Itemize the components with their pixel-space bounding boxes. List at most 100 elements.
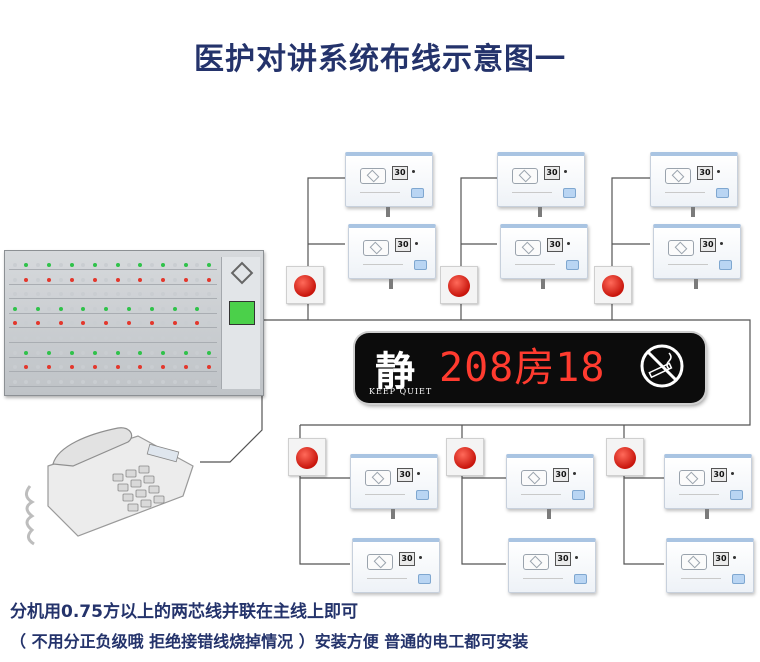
indicator-dot (206, 379, 211, 384)
indicator-dot (115, 321, 120, 326)
indicator-dot (35, 365, 40, 370)
indicator-dot (161, 336, 166, 340)
indicator-dot (184, 336, 188, 340)
grid-row-divider (9, 356, 217, 358)
speaker-icon (367, 554, 393, 570)
indicator-dot (81, 365, 86, 370)
bed-unit: 30 (650, 152, 738, 217)
bed-number: 30 (399, 552, 415, 566)
call-key (566, 260, 579, 270)
indicator-dot (195, 306, 200, 311)
indicator-dot (92, 336, 97, 340)
label-line (367, 578, 407, 579)
label-line (681, 578, 721, 579)
box-label-mark (289, 440, 325, 444)
plug-icon (705, 509, 709, 519)
indicator-dot (24, 321, 29, 326)
indicator-dot (58, 336, 63, 340)
indicator-dot (58, 321, 63, 326)
bed-unit: 30 (653, 224, 741, 289)
grid-row-divider (9, 269, 217, 270)
indicator-dot (24, 292, 29, 297)
indicator-dot (206, 306, 211, 311)
speaker-icon (363, 240, 389, 256)
emergency-call-box (440, 266, 478, 304)
indicator-dot (35, 321, 40, 326)
indicator-dot (70, 306, 74, 311)
indicator-dot (172, 336, 177, 340)
indicator-dot (206, 336, 211, 340)
bed-unit: 30 (506, 454, 594, 519)
call-key (716, 188, 729, 198)
label-line (523, 578, 563, 579)
bed-unit: 30 (352, 538, 440, 593)
speaker-icon (521, 470, 547, 486)
label-line (679, 494, 719, 495)
indicator-dot (138, 350, 143, 355)
plug-icon (391, 509, 395, 519)
bed-number: 30 (544, 166, 560, 180)
indicator-dot (47, 379, 52, 384)
call-key (563, 188, 576, 198)
bed-number: 30 (697, 166, 713, 180)
indicator-dot (115, 292, 120, 297)
grid-row-divider (9, 298, 217, 300)
indicator-dot (70, 263, 74, 267)
indicator-dot (47, 336, 52, 340)
indicator-dot (35, 277, 40, 282)
plug-icon (389, 279, 393, 289)
indicator-dot (92, 321, 97, 326)
indicator-dot (206, 350, 211, 355)
indicator-dot (138, 336, 143, 340)
indicator-dot (13, 306, 17, 311)
indicator-dot (115, 379, 120, 384)
label-line (515, 264, 555, 265)
indicator-dot (127, 263, 131, 267)
indicator-dot (104, 292, 109, 297)
box-label-mark (287, 268, 323, 272)
bed-number: 30 (700, 238, 716, 252)
indicator-dot (161, 277, 166, 282)
box-label-mark (607, 440, 643, 444)
room-bed-message: 208房18 (439, 345, 606, 391)
grid-row-divider (9, 283, 217, 285)
lcd-screen (229, 301, 255, 325)
indicator-dot (92, 306, 97, 311)
indicator-dot (172, 321, 177, 326)
indicator-dot (35, 263, 40, 267)
plug-icon (386, 207, 390, 217)
wiring-note-line-1: 分机用0.75方以上的两芯线并联在主线上即可 (10, 602, 358, 622)
call-key (572, 490, 585, 500)
indicator-led (717, 170, 720, 173)
indicator-dot (13, 350, 17, 355)
plug-icon (694, 279, 698, 289)
speaker-icon (523, 554, 549, 570)
indicator-dot (13, 321, 17, 326)
red-call-button (448, 275, 470, 297)
indicator-dot (149, 292, 154, 297)
indicator-dot (127, 350, 131, 355)
indicator-dot (58, 292, 63, 297)
bed-unit: 30 (350, 454, 438, 519)
indicator-led (567, 242, 570, 245)
call-key (414, 260, 427, 270)
host-control-panel (221, 257, 260, 389)
bed-number: 30 (547, 238, 563, 252)
indicator-dot (115, 277, 120, 282)
indicator-dot (35, 350, 40, 355)
indicator-led (415, 242, 418, 245)
indicator-dot (195, 321, 200, 326)
indicator-dot (70, 292, 74, 297)
indicator-dot (172, 277, 177, 282)
indicator-dot (206, 365, 211, 370)
indicator-led (573, 472, 576, 475)
indicator-dot (184, 365, 188, 370)
bed-unit: 30 (345, 152, 433, 217)
label-line (365, 494, 405, 495)
plug-icon (541, 279, 545, 289)
plug-icon (547, 509, 551, 519)
no-smoking-icon (640, 344, 684, 388)
indicator-dot (184, 277, 188, 282)
indicator-dot (58, 350, 63, 355)
bed-unit: 30 (497, 152, 585, 217)
